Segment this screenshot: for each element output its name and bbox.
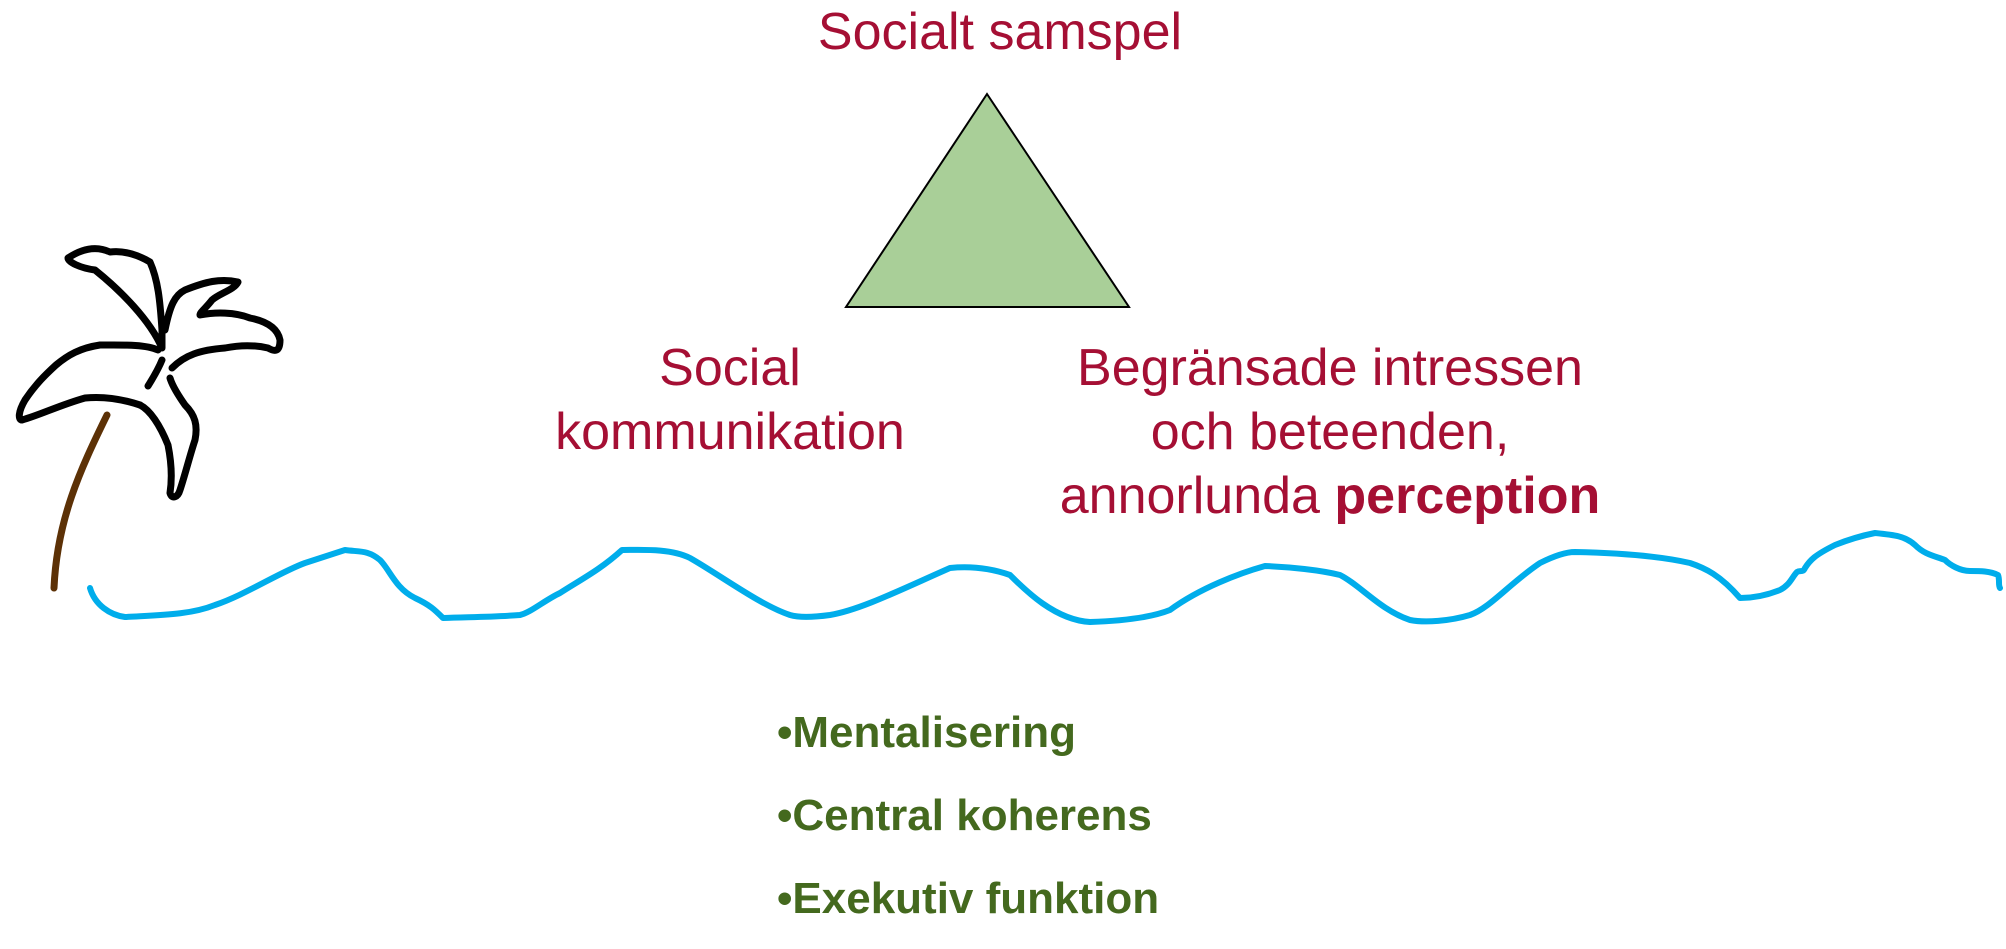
palm-trunk [50, 411, 111, 592]
bullet-text: Central koherens [792, 791, 1152, 840]
diagram-canvas [15, 92, 2003, 625]
bullet-item: •Exekutiv funktion [777, 866, 1159, 949]
right-label-line-3-bold: perception [1334, 467, 1601, 525]
palm-leaf-stub [144, 356, 166, 390]
bullet-marker: • [777, 791, 793, 840]
left-label-line-2: kommunikation [555, 403, 905, 461]
bullet-marker: • [777, 708, 793, 757]
right-label-line-1: Begränsade intressen [1077, 339, 1583, 397]
right-label: Begränsade intressen och beteenden, anno… [1020, 336, 1640, 528]
bullet-marker: • [777, 874, 793, 923]
bullet-item: •Mentalisering [777, 700, 1159, 783]
bullet-list: •Mentalisering •Central koherens •Exekut… [777, 700, 1159, 949]
palm-leaf-upper [64, 245, 166, 352]
right-label-line-3-prefix: annorlunda [1059, 467, 1335, 525]
left-label: Social kommunikation [520, 336, 940, 464]
wave-line-icon [87, 530, 2003, 625]
palm-leaf-lower [136, 374, 200, 501]
top-label: Socialt samspel [700, 0, 1300, 64]
palm-leaf-right-top [161, 276, 284, 372]
triangle-shape [844, 92, 1131, 308]
bullet-item: •Central koherens [777, 783, 1159, 866]
bullet-text: Mentalisering [792, 708, 1077, 757]
left-label-line-1: Social [659, 339, 801, 397]
top-label-text: Socialt samspel [817, 3, 1183, 61]
bullet-text: Exekutiv funktion [792, 874, 1160, 923]
palm-leaf-left [15, 341, 162, 424]
right-label-line-3: annorlunda perception [1020, 464, 1640, 528]
right-label-line-2: och beteenden, [1150, 403, 1510, 461]
palm-tree-icon [15, 245, 284, 592]
